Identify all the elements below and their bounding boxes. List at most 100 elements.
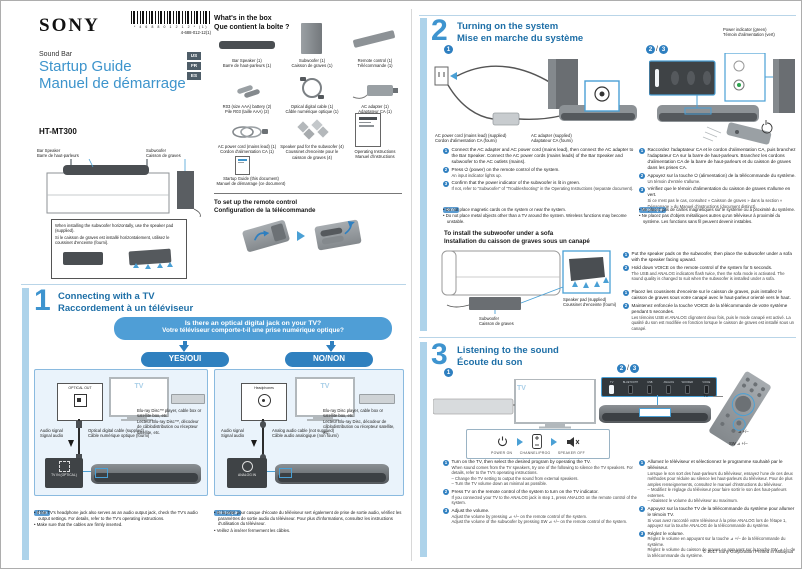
barcode [131, 11, 211, 24]
bar-speaker-label: Bar Speaker Barre de haut-parleurs [37, 148, 79, 159]
remote-tv-leader [713, 396, 723, 397]
placement-diagram [46, 159, 201, 217]
model-number: HT-MT300 [39, 127, 77, 136]
s3-icon-caption-box: POWER ON CHANNEL/PROG SPEAKER OFF [466, 429, 610, 459]
headphone-jack-box: Headphones [241, 383, 287, 421]
section3-top-rule [419, 337, 796, 338]
subwoofer-pad-images [63, 248, 173, 269]
step: 2 Hold down VOICE on the remote control … [623, 264, 785, 282]
part-number: 4-688-012-12(1) [180, 30, 211, 35]
indicator-woofer: WOOFER [678, 378, 697, 396]
s2-step1-marker: 1 [444, 45, 453, 54]
sofa-diagram [441, 250, 611, 314]
s3-steps-fr: 1 Allumez le téléviseur et sélectionnez … [639, 459, 797, 560]
box-item-label: Bar Speaker (1)Barre de haut-parleurs (1… [222, 58, 272, 69]
lang-badge-us: US [187, 52, 201, 60]
no-pill: NO/NON [285, 352, 373, 367]
indicator-tv: TV [602, 378, 621, 396]
s2-notes-fr: Ne placez pas de cartes magnétiques sur … [639, 207, 797, 225]
arrow-right-icon [297, 231, 305, 241]
no-cable-label: Analog audio cable (not supplied) Câble … [272, 428, 339, 439]
step: 1 Connect the AC adapter and AC power co… [443, 147, 634, 164]
remote-setup-image-closed [241, 219, 291, 253]
tv-stand-base [307, 419, 339, 421]
optical-jack-question: Is there an optical digital jack on your… [114, 317, 392, 340]
s3-tv-diagram [433, 379, 596, 429]
s1-notes-en: If the TV's headphone jack also serves a… [34, 510, 208, 528]
yes-audio-signal-label: Audio signal Signal audio [40, 428, 64, 439]
power-cord-label: AC power cord (mains lead) (supplied) Co… [435, 133, 507, 144]
section3-accent-bar [420, 342, 427, 557]
power-icon [497, 436, 507, 447]
box-ac-adapter-image [352, 85, 398, 99]
box-item-label: Speaker pad for the subwoofer (4)Coussin… [280, 144, 344, 160]
s2-power-diagram [434, 59, 637, 126]
remote-setup-heading: To set up the remote control Configurati… [214, 199, 316, 215]
box-item-label: Startup Guide (this document)Manuel de d… [216, 176, 286, 187]
install-note-fr: Si le caisson de graves est installé hor… [55, 234, 170, 246]
section3-number: 3 [431, 338, 448, 371]
step: 3 Adjust the volume.Adjust the volume by… [443, 507, 628, 525]
player-image [171, 394, 205, 404]
step: 2 Maintenez enfoncée la touche VOICE de … [623, 302, 794, 331]
arrow-right-icon [550, 437, 557, 446]
sofa-steps-fr: 1 Placez les coussinets d'enceinte sur l… [623, 289, 797, 333]
s2-notes-en: Do not place magnetic cards on the syste… [443, 207, 633, 225]
box-manual-image [355, 113, 381, 147]
cable-connector [260, 421, 266, 428]
box-item-label: Subwoofer (1)Caisson de graves (1) [291, 58, 333, 69]
box-item-label: AC power cord (mains lead) (1)Cordon d'a… [217, 144, 277, 155]
section2-title: Turning on the system Mise en marche du … [457, 21, 584, 44]
sofa-heading: To install the subwoofer under a sofa In… [444, 230, 590, 246]
lang-badge-es: ES [187, 72, 201, 80]
step: 3 Réglez le volume.Réglez le volume en a… [639, 530, 796, 558]
section1-number: 1 [34, 284, 51, 317]
copyright: © 2017 Sony Corporation Printed in Malay… [702, 549, 793, 554]
section3-title: Listening to the sound Écoute du son [457, 345, 559, 368]
tv-in-optical-closeup: TV IN (OPTICAL) [45, 458, 83, 488]
no-audio-signal-label: Audio signal Signal audio [221, 428, 245, 439]
step: 3 Confirm that the power indicator of th… [443, 180, 634, 192]
indicator-strip: TV BLUETOOTH USB ANALOG WOOFER VOICE [601, 377, 717, 397]
remote-volume-label: ⊿ +/– [738, 429, 749, 434]
signal-down-arrow-icon [251, 440, 257, 447]
arrow-right-icon [516, 437, 523, 446]
box-power-cord-image [232, 126, 268, 138]
s3-steps-en: 1 Turn on the TV, then select the desire… [443, 459, 639, 527]
product-type: Sound Bar [39, 51, 73, 58]
tv-stand [313, 415, 333, 419]
section1-title: Connecting with a TV Raccordement à un t… [58, 291, 194, 314]
sofa-pad-label: Speaker pad (supplied) Coussinet d'encei… [563, 297, 617, 308]
icon-caption: POWER ON CHANNEL/PROG SPEAKER OFF [491, 451, 585, 455]
step: 1 Placez les coussinets d'enceinte sur l… [623, 289, 791, 300]
cable-connector [76, 421, 82, 428]
step: 1 Turn on the TV, then select the desire… [443, 459, 633, 487]
s3-soundbar-image [599, 405, 711, 423]
yes-cable-label: Optical digital cable (supplied) Câble n… [88, 428, 150, 439]
box-remote-image [352, 30, 396, 48]
no-device-label: Blu-ray Disc player, cable box or satell… [323, 408, 395, 435]
remote-tv-label: TV [703, 393, 709, 398]
s3-step1-marker: 1 [444, 368, 453, 377]
indicator-analog: ANALOG [659, 378, 678, 396]
box-speaker-pad-image [297, 119, 329, 140]
cable-connector [76, 454, 82, 461]
sony-logo: SONY [39, 15, 100, 36]
s2-steps-en: 1 Connect the AC adapter and AC power co… [443, 147, 635, 194]
ac-adapter-label: AC adapter (supplied) Adaptateur CA (fou… [531, 133, 573, 144]
box-item-label: R03 (size AAA) battery (2)Pile R03 (tail… [222, 104, 272, 115]
section1-top-rule [21, 284, 406, 285]
s2-step23-marker: 2 / 3 [646, 45, 668, 54]
s1-notes-fr: Si la prise pour casque d'écoute du télé… [214, 510, 402, 534]
cable-connector [260, 454, 266, 461]
soundbar-image [91, 464, 201, 484]
step: 2 Press TV on the remote control of the … [443, 488, 637, 506]
page-title: Startup Guide Manuel de démarrage [39, 58, 186, 93]
player-image [359, 394, 395, 404]
box-divider [214, 193, 402, 194]
closeup-leader [267, 471, 277, 472]
box-optical-cable-image [300, 77, 324, 99]
yes-device-label: Blu-ray Disc™ player, cable box or satel… [137, 408, 202, 435]
step: 1 Allumez le téléviseur et sélectionnez … [639, 459, 793, 504]
